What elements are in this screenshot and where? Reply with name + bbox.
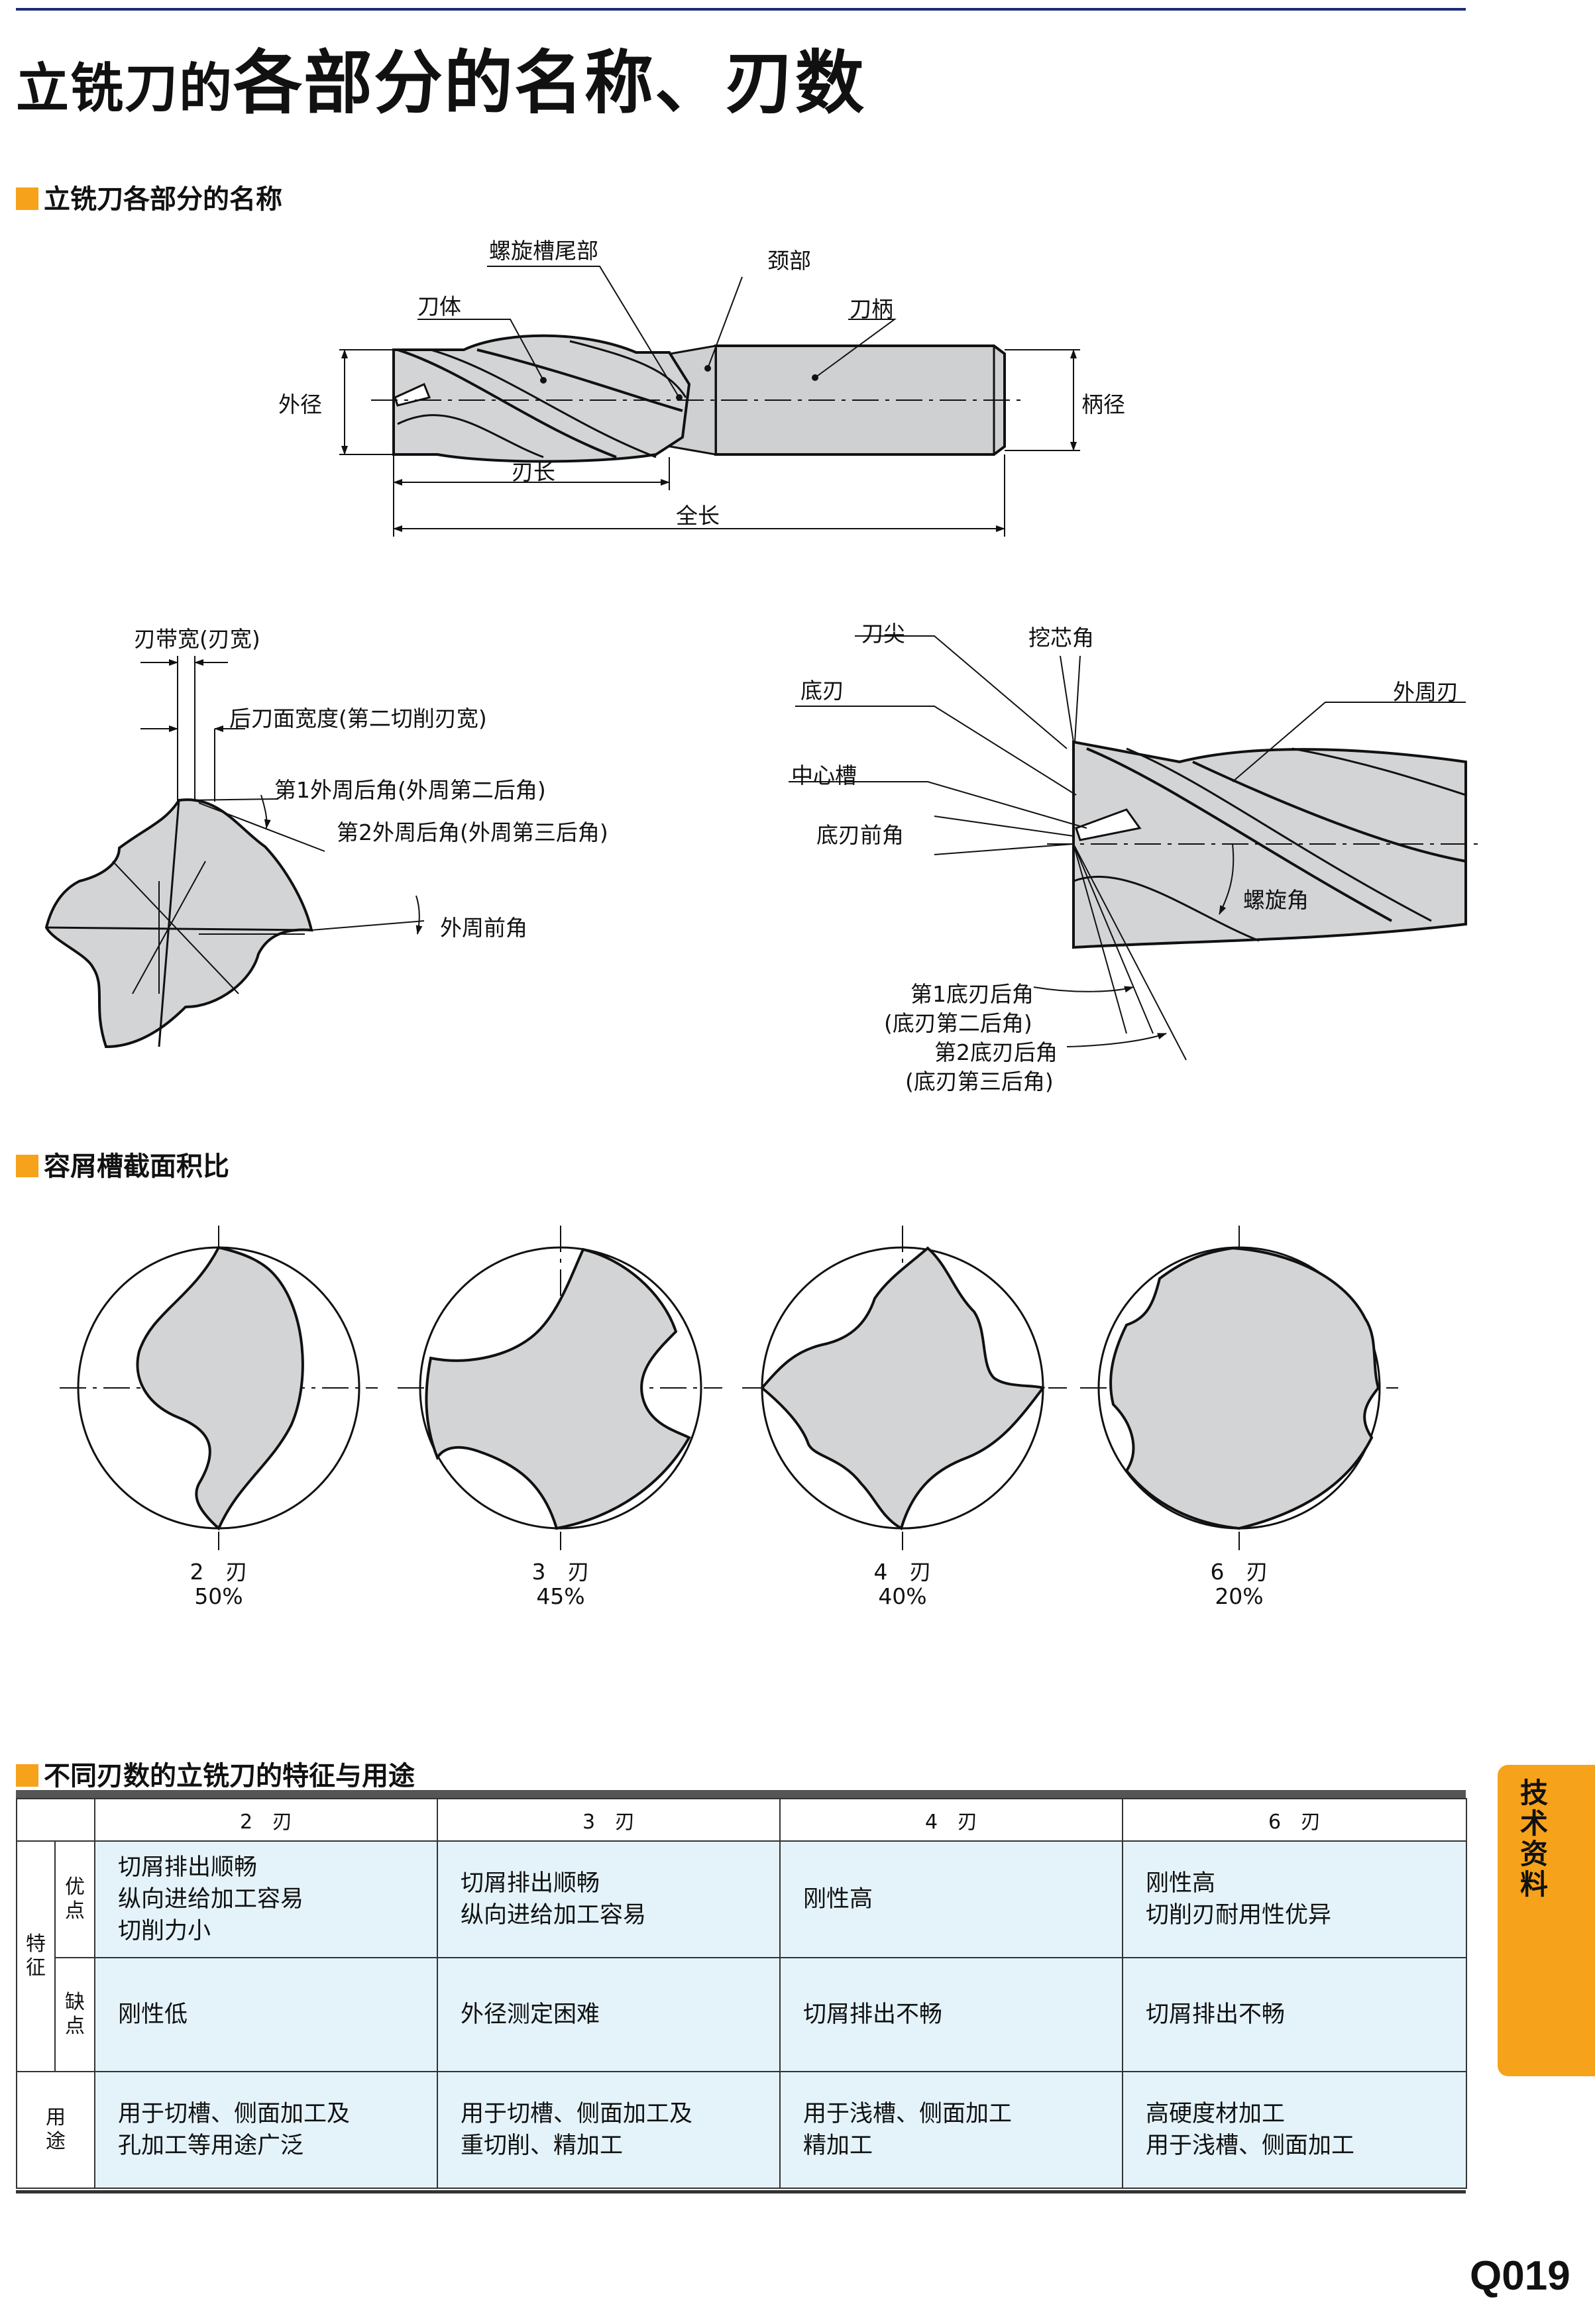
side-tab-label: 技术资料: [1519, 1777, 1548, 1901]
label-flute-tail: 螺旋槽尾部: [489, 238, 598, 264]
label-second-end-relief-alt: (底刃第三后角): [905, 1069, 1054, 1094]
table-top-rule: [16, 1790, 1466, 1799]
table-bottom-rule: [16, 2190, 1466, 2193]
ratio-label-4: 40%: [878, 1583, 927, 1609]
label-clearance-width: 后刀面宽度(第二切削刃宽): [229, 706, 487, 731]
cell-uses-6: 高硬度材加工用于浅槽、侧面加工: [1122, 2071, 1467, 2189]
table-corner: [16, 1798, 95, 1842]
flutes-label-6: 6 刃: [1210, 1559, 1268, 1585]
cell-cons-6: 切屑排出不畅: [1122, 1957, 1467, 2072]
label-overall-length: 全长: [676, 503, 720, 529]
ratio-label-2: 50%: [194, 1583, 243, 1609]
cell-pros-3: 切屑排出顺畅纵向进给加工容易: [437, 1840, 781, 1958]
page-number: Q019: [1470, 2253, 1570, 2299]
flute-cross-sections: [60, 1226, 1398, 1550]
label-helix-angle: 螺旋角: [1243, 887, 1309, 913]
section-heading-chip-area: 容屑槽截面积比: [16, 1145, 229, 1183]
label-second-peripheral-relief: 第2外周后角(外周第三后角): [337, 819, 608, 845]
cell-pros-2: 切屑排出顺畅纵向进给加工容易切削力小: [94, 1840, 438, 1958]
label-flute-length: 刃长: [512, 459, 555, 485]
flutes-label-2: 2 刃: [190, 1559, 248, 1585]
label-shank: 刀柄: [850, 296, 893, 322]
cross-section-6-flute: [1080, 1226, 1398, 1550]
cell-uses-2: 用于切槽、侧面加工及孔加工等用途广泛: [94, 2071, 438, 2189]
col-header-3: 3 刃: [437, 1798, 781, 1842]
orange-square-icon: [16, 1155, 38, 1177]
cell-cons-2: 刚性低: [94, 1957, 438, 2072]
end-mill-parts-diagram: [44, 266, 1478, 1061]
row-label-pros: 优点: [54, 1840, 95, 1958]
label-corner: 刀尖: [861, 621, 905, 647]
header-rule: [16, 8, 1466, 11]
section-heading-names: 立铣刀各部分的名称: [16, 178, 282, 216]
ratio-label-6: 20%: [1215, 1583, 1264, 1609]
flutes-label-4: 4 刃: [873, 1559, 932, 1585]
cell-uses-4: 用于浅槽、侧面加工精加工: [779, 2071, 1123, 2189]
cell-pros-4: 刚性高: [779, 1840, 1123, 1958]
label-margin-width: 刃带宽(刃宽): [134, 626, 260, 652]
section-heading-features: 不同刃数的立铣刀的特征与用途: [16, 1754, 415, 1793]
label-second-end-relief: 第2底刃后角: [934, 1039, 1058, 1065]
label-first-end-relief: 第1底刃后角: [910, 981, 1034, 1007]
label-outer-diameter: 外径: [278, 392, 322, 417]
row-label-uses: 用途: [16, 2071, 95, 2189]
col-header-6: 6 刃: [1122, 1798, 1467, 1842]
side-tab-technical-data[interactable]: [1498, 1765, 1595, 2076]
cross-section-4-flute: [742, 1226, 1067, 1550]
cross-section-3-flute: [398, 1226, 722, 1550]
table-row-cons: 缺点 刚性低 外径测定困难 切屑排出不畅 切屑排出不畅: [17, 1957, 1467, 2072]
cell-cons-3: 外径测定困难: [437, 1957, 781, 2072]
label-first-peripheral-relief: 第1外周后角(外周第二后角): [274, 777, 546, 803]
label-end-rake: 底刃前角: [816, 822, 904, 848]
row-label-cons: 缺点: [54, 1957, 95, 2072]
label-body: 刀体: [417, 293, 461, 319]
orange-square-icon: [16, 1764, 38, 1787]
col-header-2: 2 刃: [94, 1798, 438, 1842]
cell-pros-6: 刚性高切削刃耐用性优异: [1122, 1840, 1467, 1958]
label-peripheral-edge: 外周刃: [1393, 679, 1458, 705]
table-row-uses: 用途 用于切槽、侧面加工及孔加工等用途广泛 用于切槽、侧面加工及重切削、精加工 …: [16, 2071, 1467, 2189]
cell-uses-3: 用于切槽、侧面加工及重切削、精加工: [437, 2071, 781, 2189]
features-table: 2 刃 3 刃 4 刃 6 刃 特征 优点 切屑排出顺畅纵向进给加工容易切削力小…: [16, 1798, 1467, 2189]
cell-cons-4: 切屑排出不畅: [779, 1957, 1123, 2072]
label-end-cutting-edge: 底刃: [800, 678, 844, 704]
label-peripheral-rake: 外周前角: [440, 915, 527, 941]
col-header-4: 4 刃: [779, 1798, 1123, 1842]
table-row-pros: 特征 优点 切屑排出顺畅纵向进给加工容易切削力小 切屑排出顺畅纵向进给加工容易 …: [16, 1840, 1467, 2072]
ratio-label-3: 45%: [536, 1583, 585, 1609]
label-neck: 颈部: [767, 248, 811, 274]
label-first-end-relief-alt: (底刃第二后角): [884, 1010, 1032, 1036]
label-shank-diameter: 柄径: [1081, 392, 1125, 417]
label-dish-angle: 挖芯角: [1028, 625, 1094, 651]
flutes-label-3: 3 刃: [531, 1559, 590, 1585]
cross-section-2-flute: [60, 1226, 378, 1550]
page-title: 立铣刀的各部分的名称、刃数: [16, 42, 866, 123]
row-group-features: 特征: [16, 1840, 56, 2072]
table-header-row: 2 刃 3 刃 4 刃 6 刃: [16, 1798, 1467, 1842]
label-center-slot: 中心槽: [791, 763, 857, 788]
orange-square-icon: [16, 187, 38, 210]
